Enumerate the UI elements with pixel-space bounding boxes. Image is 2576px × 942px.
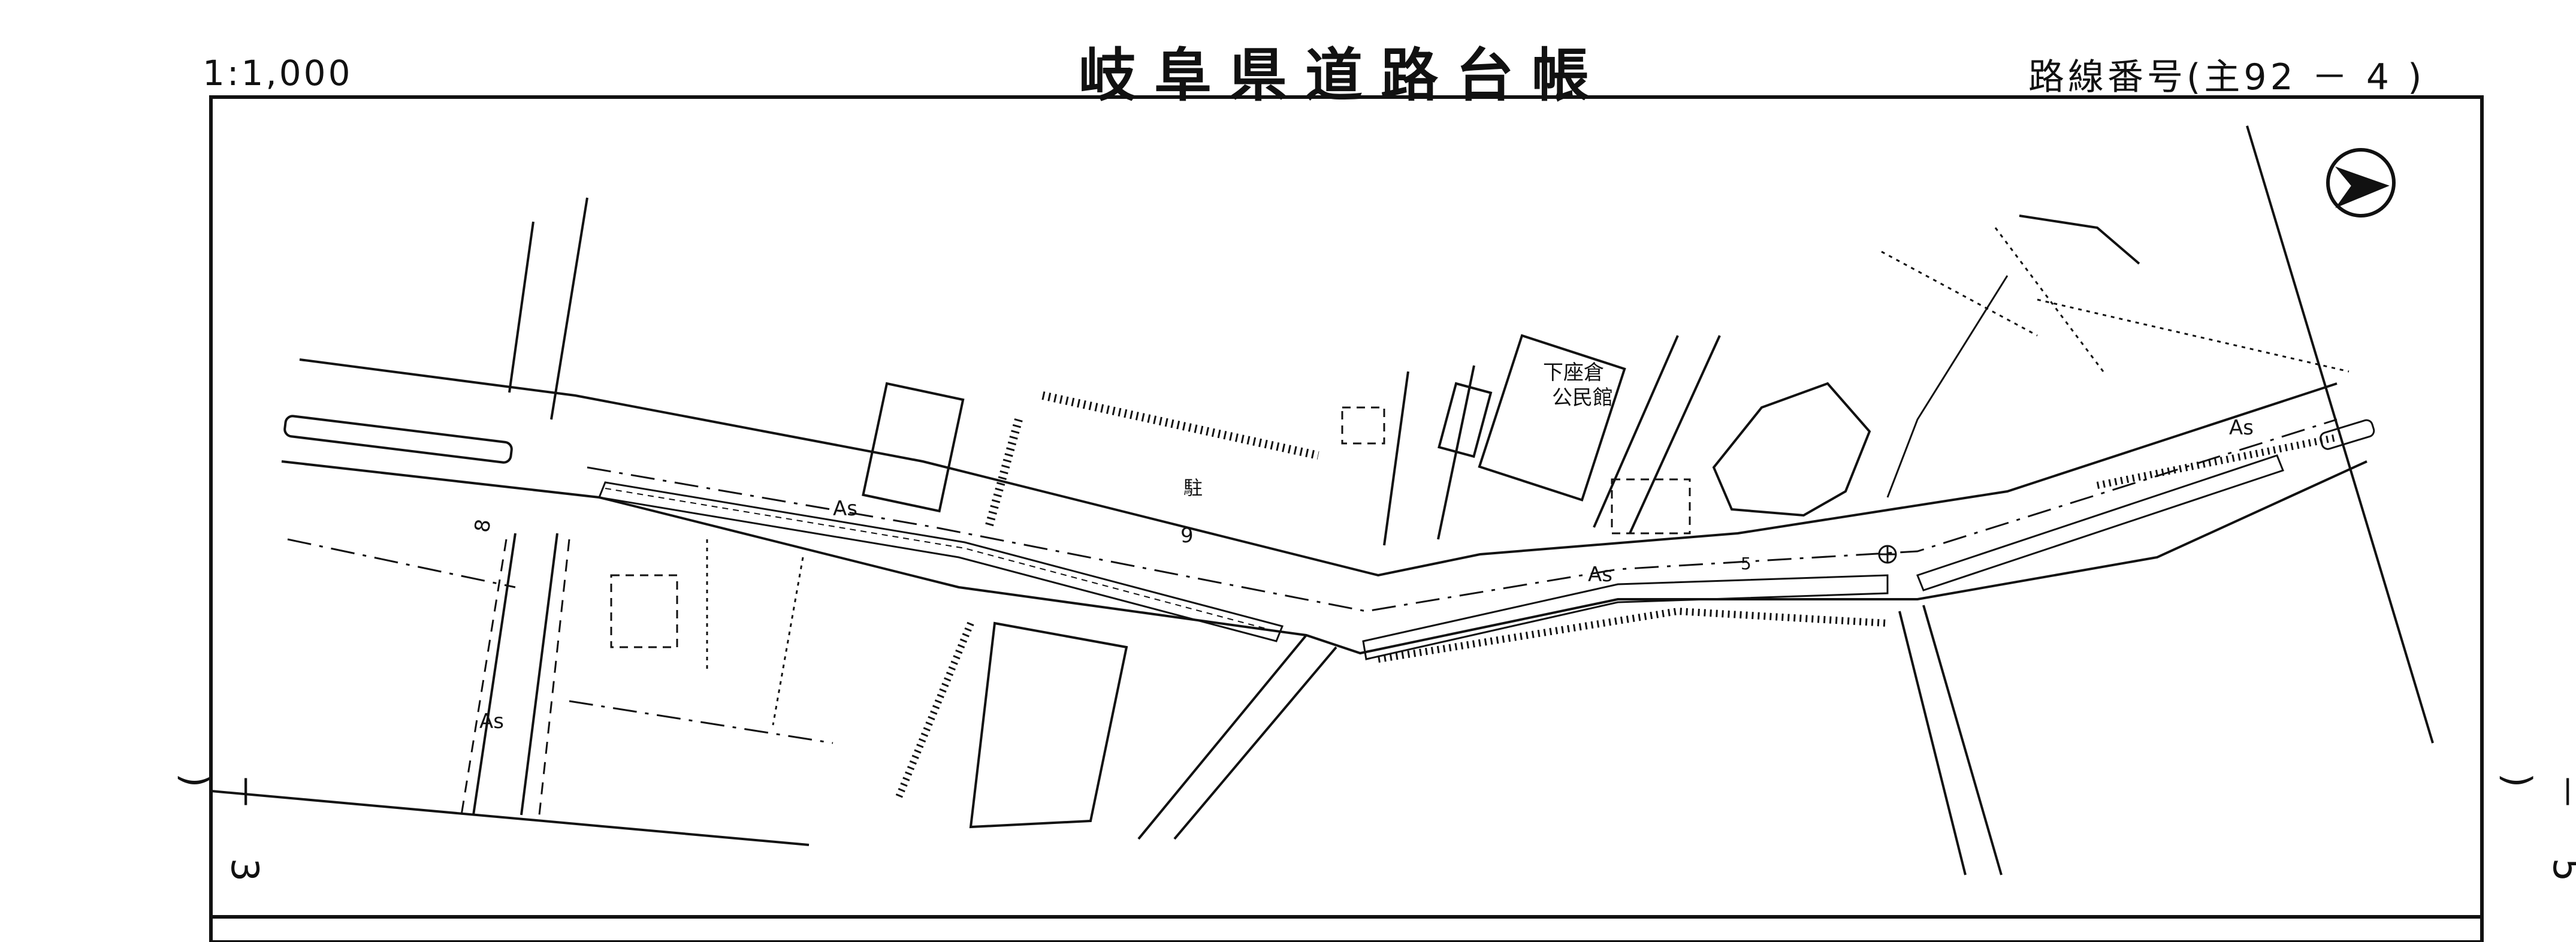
route-number: 路線番号(主92 － 4 ) [2028,56,2426,98]
hall-label-line1: 下座倉 [1543,361,1604,385]
main-road-north-edge [299,358,2338,577]
map-frame [209,95,2484,942]
surface-label: As [479,709,504,733]
building [1712,382,1871,517]
surface-label: As [833,497,857,521]
adjacent-sheet-right: － 5 ) [2496,773,2576,900]
surface-label: As [1588,563,1612,587]
building [1478,334,1626,502]
north-arrow-icon [2326,148,2396,218]
road-centre-line [587,418,2338,612]
hall-label-line2: 公民館 [1552,386,1613,410]
building [969,621,1128,829]
main-road-south-edge [281,460,2367,655]
parking-label: 駐 [1183,476,1203,499]
road-width-label: 8 [470,517,496,534]
side-road-southeast [1137,634,1337,840]
map-scale: 1:1,000 [203,53,353,93]
road-width-label: 5 [1741,554,1751,573]
side-road-east [1898,605,2003,875]
median-strip [283,415,513,464]
median-strip [1362,574,1889,660]
median-strip [597,481,1284,642]
building [1438,382,1493,458]
surface-label: As [2229,416,2254,440]
road-width-label: 9 [1180,524,1194,548]
building [862,382,965,513]
cross-street-west [472,197,588,816]
